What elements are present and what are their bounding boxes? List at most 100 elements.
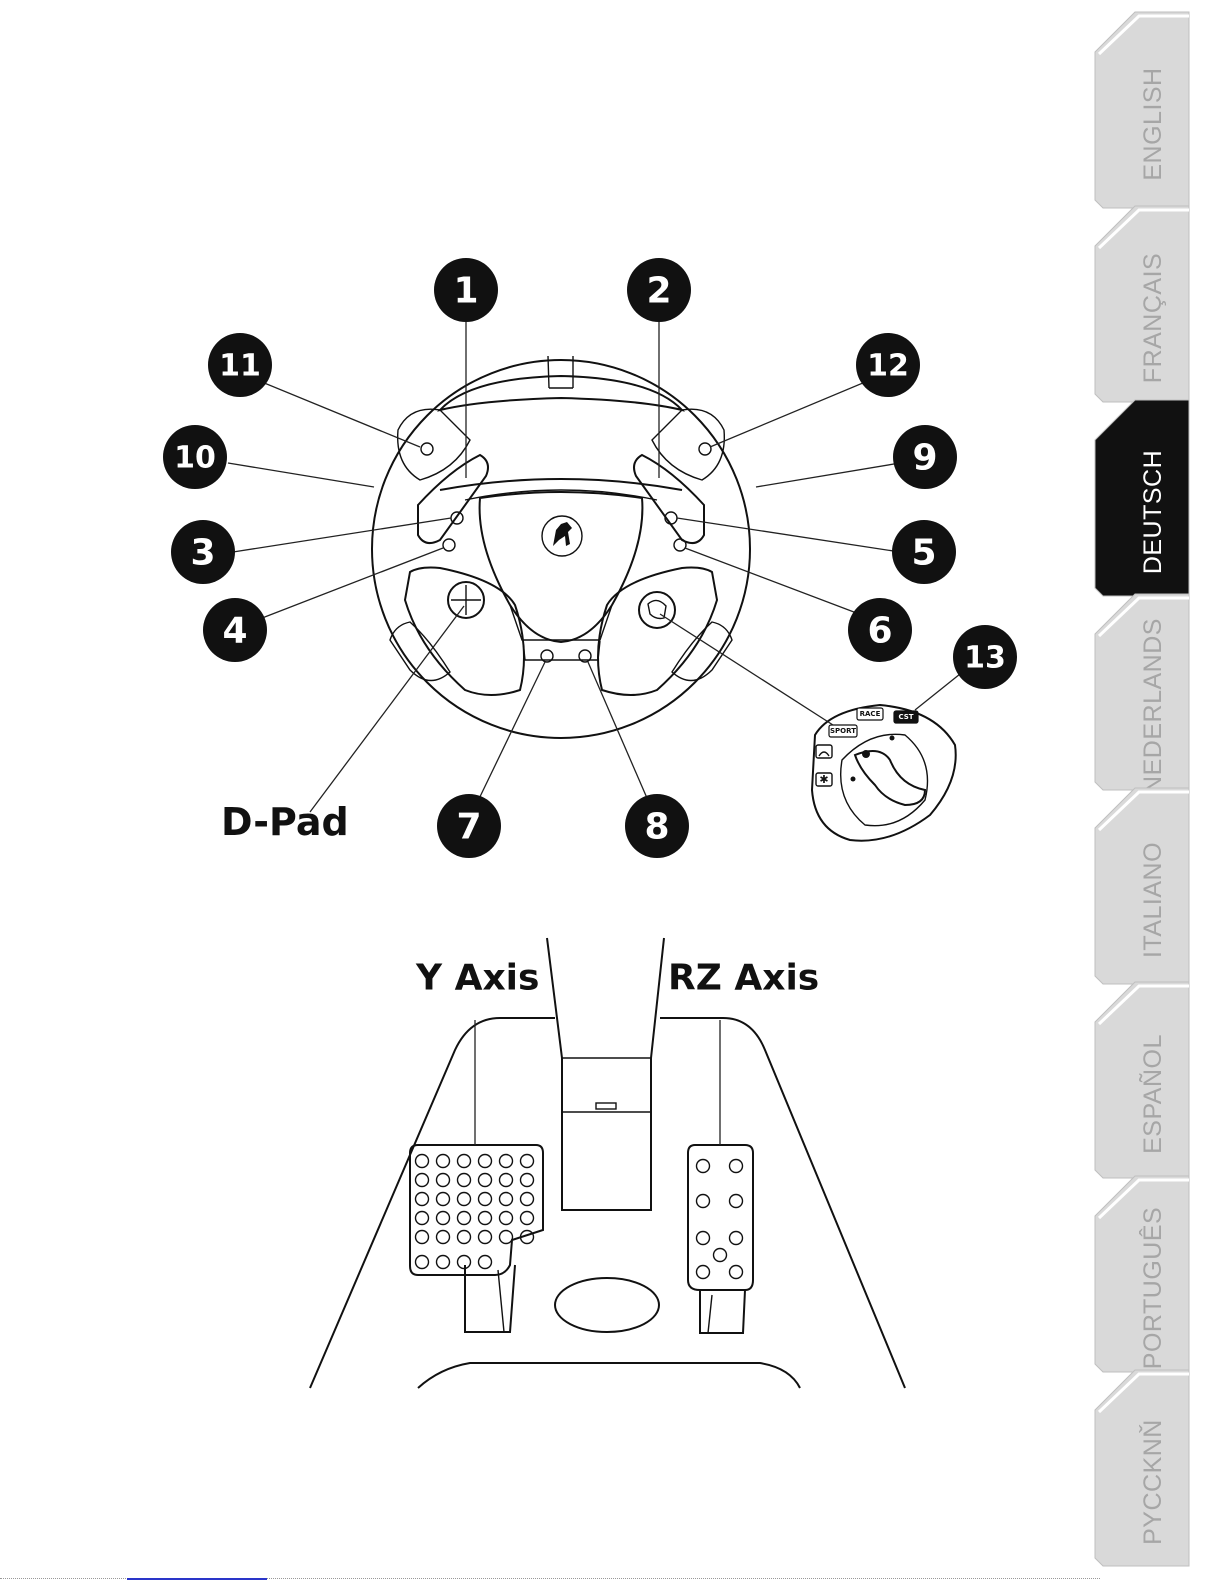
pedal-hole xyxy=(697,1266,710,1279)
callout-13: 13 xyxy=(953,625,1017,689)
pedal-hole xyxy=(500,1193,513,1206)
callout-11: 11 xyxy=(208,333,272,397)
pedal-hole xyxy=(500,1174,513,1187)
callout-7: 7 xyxy=(437,794,501,858)
language-tab-4[interactable]: ITALIANO xyxy=(1095,788,1189,984)
callout-3: 3 xyxy=(171,520,235,584)
pedal-hole xyxy=(521,1193,534,1206)
callout-number: 9 xyxy=(912,438,937,479)
callout-number: 8 xyxy=(644,807,669,848)
wheel-button-4 xyxy=(443,539,455,551)
pedal-hole xyxy=(437,1256,450,1269)
callout-number: 4 xyxy=(222,611,247,652)
pedal-hole xyxy=(437,1174,450,1187)
mode-badge-sport: SPORT xyxy=(829,725,857,737)
pedal-hole xyxy=(521,1174,534,1187)
pedal-hole xyxy=(500,1231,513,1244)
callout-number: 13 xyxy=(964,641,1006,676)
wheel-button-12 xyxy=(699,443,711,455)
callout-number: 2 xyxy=(646,271,671,312)
pedal-hole xyxy=(479,1174,492,1187)
pedal-hole xyxy=(458,1212,471,1225)
language-tab-label: ESPAÑOL xyxy=(1138,1034,1167,1154)
svg-text:✱: ✱ xyxy=(819,774,828,786)
language-tab-label: FRANÇAIS xyxy=(1139,253,1167,383)
callout-2: 2 xyxy=(627,258,691,322)
pedal-hole xyxy=(437,1155,450,1168)
callout-number: 5 xyxy=(911,533,936,574)
pedal-hole xyxy=(697,1232,710,1245)
wheel-button-6 xyxy=(674,539,686,551)
language-tabs: ENGLISH FRANÇAIS DEUTSCH NEDERLANDS ITALIANO… xyxy=(1095,12,1189,1566)
mode-selector-knob-icon xyxy=(639,592,675,628)
pedal-hole xyxy=(500,1212,513,1225)
callout-number: 12 xyxy=(867,349,909,384)
pedal-hole xyxy=(416,1193,429,1206)
rz-axis-label: RZ Axis xyxy=(668,958,819,999)
callout-number: 7 xyxy=(456,807,481,848)
language-tab-3[interactable]: NEDERLANDS xyxy=(1095,594,1189,794)
language-tab-7[interactable]: PYCCKNŇ xyxy=(1095,1370,1189,1566)
language-tab-0[interactable]: ENGLISH xyxy=(1095,12,1189,208)
pedal-hole xyxy=(416,1155,429,1168)
pedal-hole xyxy=(416,1231,429,1244)
language-tab-label: PYCCKNŇ xyxy=(1138,1419,1167,1545)
mode-badge-race: RACE xyxy=(857,708,883,720)
language-tab-label: ITALIANO xyxy=(1139,842,1167,958)
pedal-hole xyxy=(479,1193,492,1206)
callout-4: 4 xyxy=(203,598,267,662)
language-tab-5[interactable]: ESPAÑOL xyxy=(1095,982,1189,1178)
pedal-hole xyxy=(697,1195,710,1208)
pedal-hole xyxy=(697,1160,710,1173)
y-axis-label: Y Axis xyxy=(415,958,539,999)
language-tab-label: NEDERLANDS xyxy=(1139,618,1167,794)
language-tab-label: PORTUGUÊS xyxy=(1138,1207,1167,1369)
callout-number: 6 xyxy=(867,611,892,652)
pedal-hole xyxy=(437,1231,450,1244)
language-tab-label: ENGLISH xyxy=(1139,67,1167,180)
pedal-hole xyxy=(458,1155,471,1168)
callout-6: 6 xyxy=(848,598,912,662)
footer-link-underline xyxy=(127,1578,267,1580)
pedal-hole xyxy=(521,1155,534,1168)
language-tab-2[interactable]: DEUTSCH xyxy=(1095,400,1189,596)
language-tab-label: DEUTSCH xyxy=(1139,450,1167,574)
callout-10: 10 xyxy=(163,425,227,489)
language-tab-1[interactable]: FRANÇAIS xyxy=(1095,206,1189,402)
d-pad-icon xyxy=(448,582,484,618)
prancing-horse-logo-icon xyxy=(542,516,582,556)
pedal-hole xyxy=(730,1160,743,1173)
callout-1: 1 xyxy=(434,258,498,322)
d-pad-label: D-Pad xyxy=(221,800,349,844)
pedal-hole xyxy=(730,1195,743,1208)
callout-9: 9 xyxy=(893,425,957,489)
callout-number: 11 xyxy=(219,349,261,384)
pedal-hole xyxy=(416,1256,429,1269)
pedal-hole xyxy=(416,1212,429,1225)
mode-badge-cst: CST xyxy=(894,711,918,723)
pedal-hole xyxy=(479,1231,492,1244)
steering-wheel xyxy=(372,356,750,738)
callout-12: 12 xyxy=(856,333,920,397)
language-tab-6[interactable]: PORTUGUÊS xyxy=(1095,1176,1189,1372)
pedal-hole xyxy=(730,1266,743,1279)
wheel-button-11 xyxy=(421,443,433,455)
pedal-hole xyxy=(479,1212,492,1225)
pedal-hole xyxy=(437,1212,450,1225)
pedal-hole xyxy=(730,1232,743,1245)
callout-8: 8 xyxy=(625,794,689,858)
pedal-hole xyxy=(458,1174,471,1187)
mode-badge-label: SPORT xyxy=(830,727,856,735)
callout-number: 10 xyxy=(174,441,216,476)
pedal-set xyxy=(310,938,905,1388)
mode-badge-label: CST xyxy=(898,713,913,721)
pedal-hole xyxy=(437,1193,450,1206)
callout-number: 1 xyxy=(453,271,478,312)
pedal-hole xyxy=(521,1212,534,1225)
pedal-hole xyxy=(714,1249,727,1262)
pedal-hole xyxy=(479,1155,492,1168)
pedal-hole xyxy=(416,1174,429,1187)
